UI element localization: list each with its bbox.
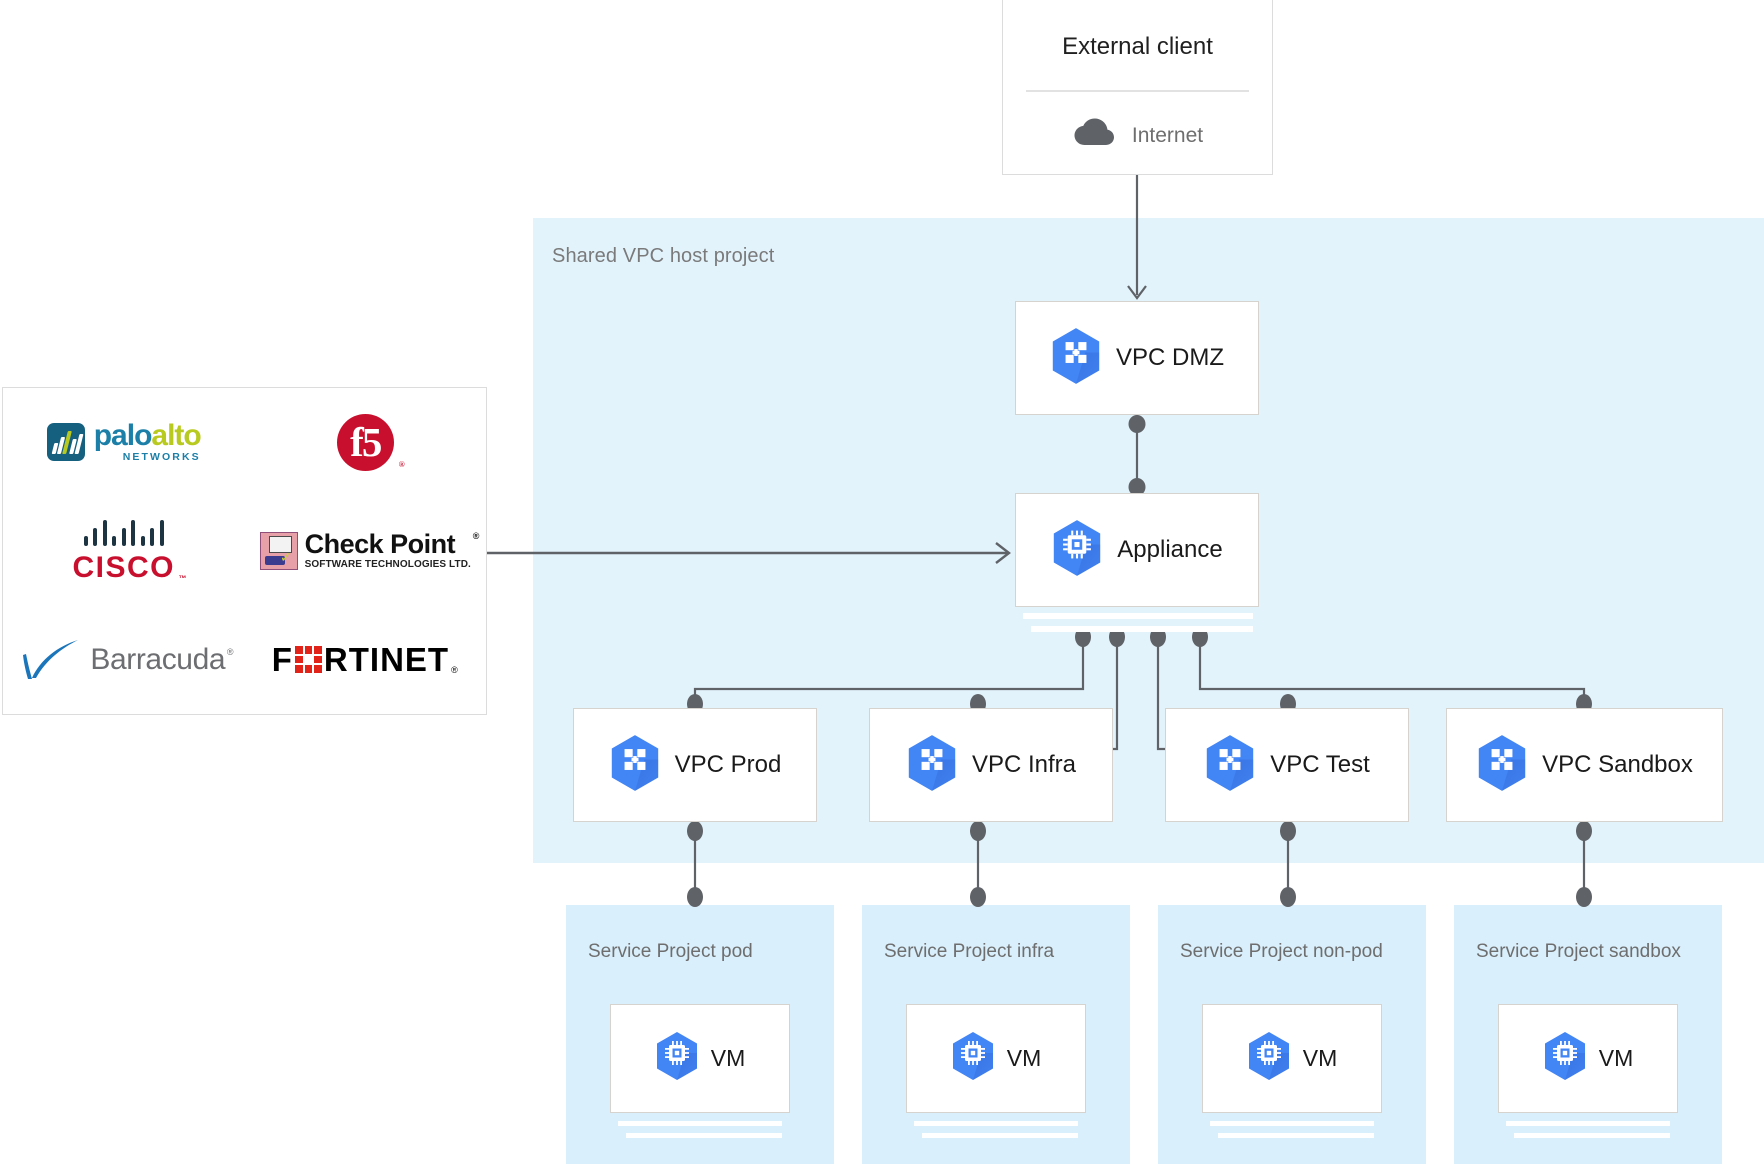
vpc-prod-label: VPC Prod xyxy=(674,751,782,778)
service-project-title: Service Project pod xyxy=(588,941,753,962)
paloalto-logo: paloalto NETWORKS xyxy=(46,418,202,464)
registered-mark: ® xyxy=(451,664,459,675)
vm-label: VM xyxy=(710,1045,746,1071)
barracuda-logo: Barracuda® xyxy=(22,638,234,682)
stack-line xyxy=(1031,626,1253,632)
vpc-dmz-card[interactable]: VPC DMZ xyxy=(1015,301,1259,415)
service-project-title: Service Project non-pod xyxy=(1180,941,1383,962)
barracuda-wordmark: Barracuda® xyxy=(90,642,234,676)
paloalto-word1: palo xyxy=(93,418,153,452)
vendor-f5: f5 ® xyxy=(245,388,487,497)
checkpoint-logo: ✓ Check Point® SOFTWARE TECHNOLOGIES LTD… xyxy=(259,529,480,571)
external-client-card[interactable]: External client Internet xyxy=(1002,0,1273,175)
stack-line xyxy=(1506,1121,1670,1126)
vpc-network-icon xyxy=(1476,734,1528,797)
checkpoint-wordmark: Check Point® xyxy=(304,529,480,560)
service-project-panel-infra: Service Project infra VM xyxy=(862,905,1130,1164)
vm-card[interactable]: VM xyxy=(906,1004,1086,1113)
vendor-checkpoint: ✓ Check Point® SOFTWARE TECHNOLOGIES LTD… xyxy=(245,497,487,606)
stack-line xyxy=(1218,1133,1374,1138)
f5-wordmark: f5 xyxy=(350,419,382,466)
vpc-test-card[interactable]: VPC Test xyxy=(1165,708,1409,822)
vpc-sandbox-card[interactable]: VPC Sandbox xyxy=(1446,708,1723,822)
appliance-label: Appliance xyxy=(1117,536,1223,563)
internet-label: Internet xyxy=(1131,123,1204,147)
vm-label: VM xyxy=(1006,1045,1042,1071)
paloalto-mark-icon xyxy=(46,423,85,462)
vpc-sandbox-label: VPC Sandbox xyxy=(1542,751,1693,778)
page-title: External client xyxy=(1062,33,1213,60)
vpc-network-icon xyxy=(1204,734,1256,797)
stack-line xyxy=(1514,1133,1670,1138)
vpc-network-icon xyxy=(1050,327,1102,390)
registered-mark: ® xyxy=(226,646,234,657)
fortinet-o-grid-icon xyxy=(294,646,322,674)
vm-label: VM xyxy=(1598,1045,1634,1071)
fortinet-logo: F RTINET ® xyxy=(272,641,459,679)
stack-line xyxy=(1210,1121,1374,1126)
stack-line xyxy=(1023,613,1253,619)
service-project-title: Service Project sandbox xyxy=(1476,941,1681,962)
compute-chip-icon xyxy=(1247,1031,1291,1086)
f5-logo: f5 ® xyxy=(336,413,405,471)
vpc-network-icon xyxy=(609,734,661,797)
vm-label: VM xyxy=(1302,1045,1338,1071)
vendor-barracuda: Barracuda® xyxy=(3,605,245,714)
vpc-prod-card[interactable]: VPC Prod xyxy=(573,708,817,822)
paloalto-subtitle: NETWORKS xyxy=(122,451,201,464)
service-project-panel-pod: Service Project pod VM xyxy=(566,905,834,1164)
vendor-fortinet: F RTINET ® xyxy=(245,605,487,714)
vpc-test-label: VPC Test xyxy=(1270,751,1370,778)
trademark-mark: ™ xyxy=(178,574,188,584)
compute-chip-icon xyxy=(951,1031,995,1086)
fortinet-letter-f: F xyxy=(271,640,293,678)
stack-line xyxy=(914,1121,1078,1126)
stack-line xyxy=(626,1133,782,1138)
stack-line xyxy=(618,1121,782,1126)
service-project-panel-sandbox: Service Project sandbox VM xyxy=(1454,905,1722,1164)
registered-mark: ® xyxy=(398,459,405,469)
compute-chip-icon xyxy=(1051,519,1103,582)
shared-vpc-host-project-label: Shared VPC host project xyxy=(552,245,775,267)
vpc-infra-card[interactable]: VPC Infra xyxy=(869,708,1113,822)
service-project-panel-non-pod: Service Project non-pod VM xyxy=(1158,905,1426,1164)
registered-mark: ® xyxy=(472,531,480,542)
appliance-card[interactable]: Appliance xyxy=(1015,493,1259,607)
vendor-logo-panel: paloalto NETWORKS f5 ® xyxy=(2,387,487,715)
vpc-dmz-label: VPC DMZ xyxy=(1116,344,1224,371)
vm-card[interactable]: VM xyxy=(1498,1004,1678,1113)
compute-chip-icon xyxy=(655,1031,699,1086)
stack-line xyxy=(922,1133,1078,1138)
compute-chip-icon xyxy=(1543,1031,1587,1086)
cloud-icon xyxy=(1072,118,1116,153)
vpc-infra-label: VPC Infra xyxy=(971,751,1077,778)
divider xyxy=(1026,90,1249,92)
vpc-network-icon xyxy=(906,734,958,797)
checkpoint-subtitle: SOFTWARE TECHNOLOGIES LTD. xyxy=(304,559,471,571)
service-project-title: Service Project infra xyxy=(884,941,1055,962)
paloalto-word2: alto xyxy=(151,418,201,452)
vm-card[interactable]: VM xyxy=(1202,1004,1382,1113)
fortinet-wordmark-rest: RTINET xyxy=(323,640,450,678)
checkpoint-mark-icon: ✓ xyxy=(259,531,298,570)
vm-card[interactable]: VM xyxy=(610,1004,790,1113)
barracuda-fin-icon xyxy=(22,638,80,682)
cisco-bars-icon xyxy=(83,516,164,547)
vendor-paloalto: paloalto NETWORKS xyxy=(3,388,245,497)
